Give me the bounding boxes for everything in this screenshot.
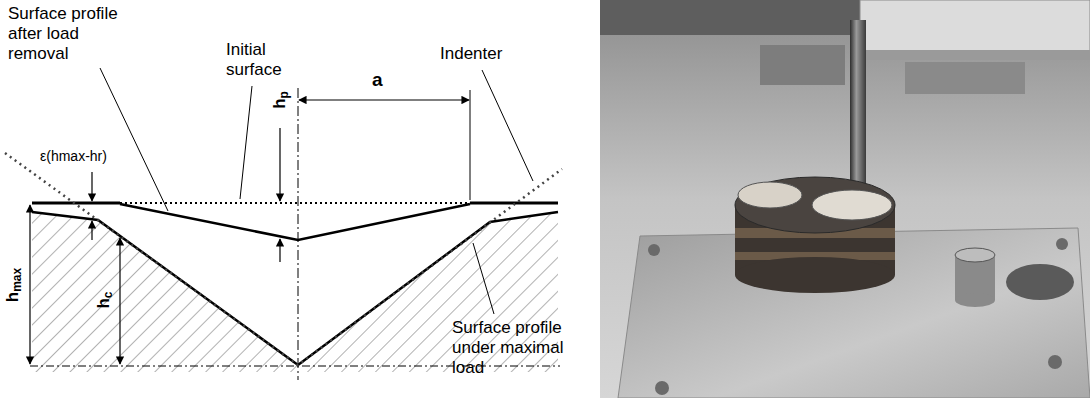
sample-holder-top — [735, 177, 895, 233]
sample-disc — [812, 190, 892, 220]
dimension-arrow — [91, 172, 92, 201]
surface-line — [32, 202, 120, 205]
instrument-head — [860, 0, 1090, 58]
callout-label: Surface profile under maximal load — [452, 318, 584, 378]
instrument-head-edge — [860, 50, 1090, 60]
small-cylinder-top — [955, 248, 995, 262]
initial-surface-line — [120, 202, 470, 204]
screw — [648, 244, 660, 256]
callout-label: Surface profile after load removal — [8, 4, 120, 64]
dimension-label: ε(hmax-hr) — [40, 146, 107, 166]
sample-holder — [735, 257, 895, 293]
screw — [1048, 355, 1062, 369]
sample-disc — [738, 182, 802, 208]
screw — [1056, 238, 1068, 250]
screw — [655, 381, 669, 395]
base-plate — [618, 228, 1090, 398]
leader-line — [482, 70, 533, 181]
dimension-label: a — [372, 70, 383, 90]
plate-recess — [1006, 264, 1074, 300]
shadow — [600, 0, 870, 35]
extension-line — [470, 90, 471, 200]
callout-label: Indenter — [440, 44, 502, 64]
dimension-arrow — [299, 99, 469, 100]
symmetry-axis — [298, 88, 299, 380]
bracket — [760, 45, 845, 85]
dimension-arrow — [279, 128, 280, 201]
dimension-arrow — [29, 205, 30, 364]
unloaded-profile — [120, 204, 470, 240]
indenter-rod — [850, 20, 866, 195]
dimension-arrow — [119, 238, 120, 364]
dimension-label: hc — [94, 291, 114, 308]
dimension-arrow — [91, 221, 92, 240]
leader-line — [240, 86, 252, 199]
bracket — [905, 62, 1025, 94]
dimension-label: hp — [270, 91, 290, 109]
dimension-arrow — [279, 239, 280, 262]
leader-line — [473, 243, 494, 314]
callout-label: Initial surface — [226, 40, 298, 80]
leader-line — [100, 68, 168, 211]
dimension-label: hmax — [3, 268, 23, 302]
small-cylinder — [955, 293, 995, 307]
instrument-photo — [600, 0, 1090, 398]
photo-background — [600, 0, 1090, 398]
